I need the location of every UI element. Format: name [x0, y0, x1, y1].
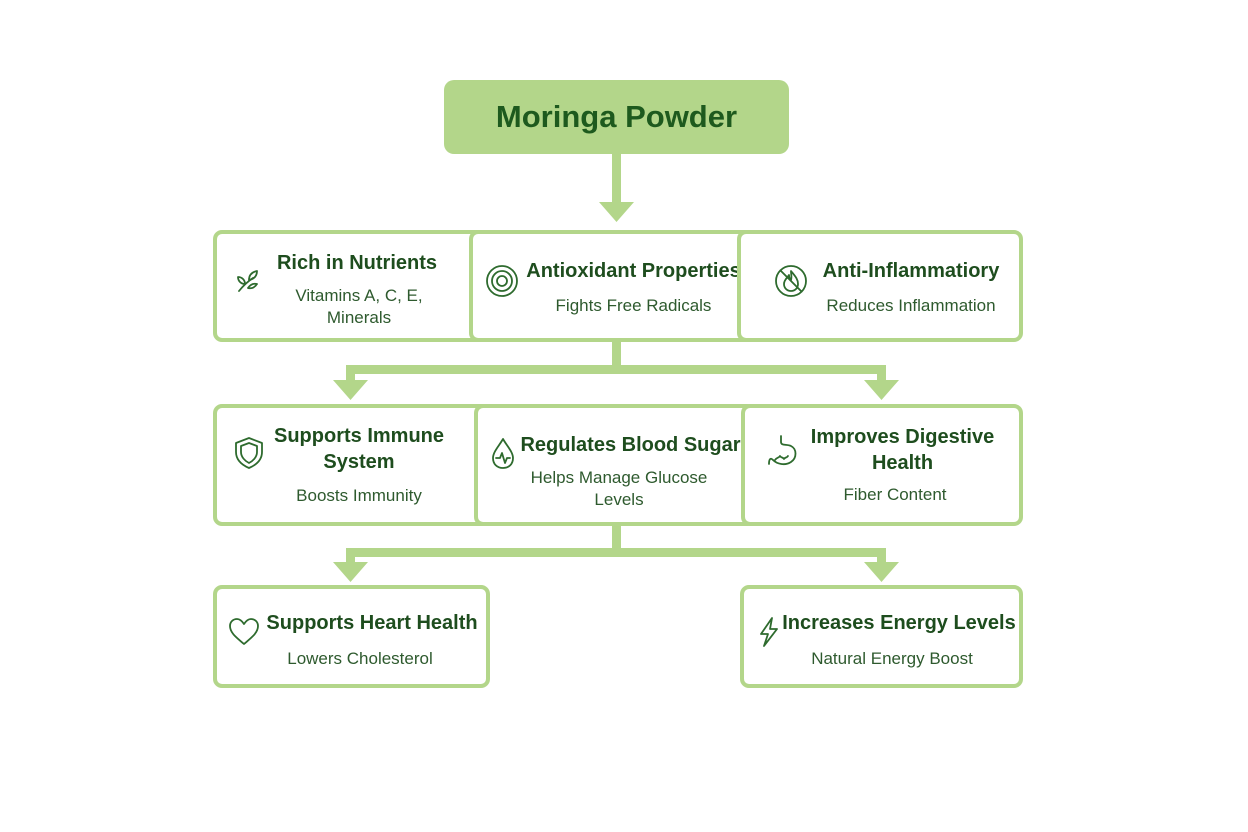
benefit-card-nutrients: Rich in Nutrients Vitamins A, C, E, Mine… — [213, 230, 493, 342]
benefit-desc: Lowers Cholesterol — [287, 649, 433, 668]
heart-icon — [227, 615, 261, 649]
benefit-desc: Reduces Inflammation — [826, 296, 996, 315]
benefit-title: Antioxidant Properties — [526, 260, 741, 282]
benefit-title: Improves Digestive Health — [810, 426, 995, 474]
leaf-icon — [231, 264, 265, 298]
benefit-title: Regulates Blood Sugar — [520, 434, 741, 456]
benefit-card-blood-sugar: Regulates Blood Sugar Helps Manage Gluco… — [474, 404, 756, 526]
benefit-title: Increases Energy Levels — [782, 612, 1016, 634]
root-node: Moringa Powder — [444, 80, 789, 154]
benefit-card-energy: Increases Energy Levels Natural Energy B… — [740, 585, 1023, 688]
benefit-card-anti-inflammatory: Anti-Inflammatiory Reduces Inflammation — [737, 230, 1023, 342]
benefit-desc: Vitamins A, C, E, Minerals — [295, 286, 423, 327]
benefit-card-digestive: Improves Digestive Health Fiber Content — [741, 404, 1023, 526]
benefit-title: Anti-Inflammatiory — [822, 260, 1000, 282]
benefit-card-immune: Supports Immune System Boosts Immunity — [213, 404, 498, 526]
benefit-title: Supports Heart Health — [266, 612, 478, 634]
benefit-title: Supports Immune System — [273, 425, 444, 473]
blood-drop-icon — [486, 436, 520, 470]
benefit-card-heart: Supports Heart Health Lowers Cholesterol — [213, 585, 490, 688]
benefit-title: Rich in Nutrients — [276, 252, 437, 274]
lightning-icon — [752, 615, 786, 649]
no-fire-icon — [774, 264, 808, 298]
benefit-desc: Fiber Content — [843, 485, 947, 504]
benefit-card-antioxidant: Antioxidant Properties Fights Free Radic… — [469, 230, 761, 342]
benefit-desc: Helps Manage Glucose Levels — [530, 468, 708, 509]
target-icon — [485, 264, 519, 298]
benefit-desc: Boosts Immunity — [296, 486, 422, 505]
benefit-desc: Natural Energy Boost — [811, 649, 973, 668]
root-title: Moringa Powder — [495, 99, 738, 134]
benefit-desc: Fights Free Radicals — [555, 296, 712, 315]
stomach-icon — [767, 434, 801, 468]
shield-icon — [232, 436, 266, 470]
